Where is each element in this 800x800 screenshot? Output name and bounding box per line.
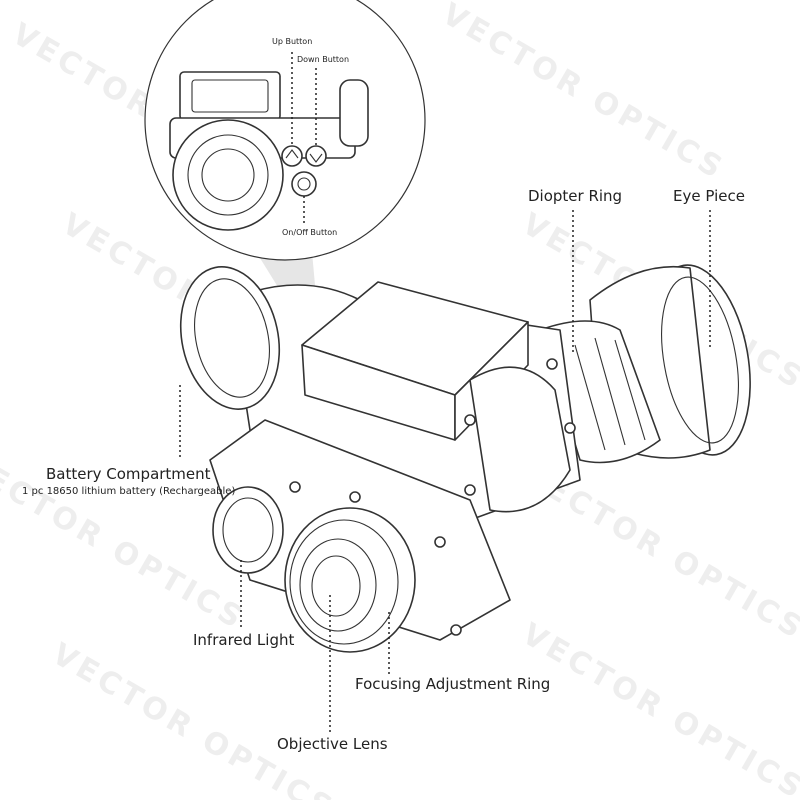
front-screw-3	[434, 536, 446, 548]
battery-compartment-label: Battery Compartment	[46, 465, 211, 483]
eye-cup-rim	[661, 276, 739, 444]
button-detail-inset	[144, 0, 426, 261]
objective-lens-glass	[299, 538, 377, 632]
hinge-screw-4	[564, 422, 576, 434]
down-arrow-icon	[309, 153, 323, 163]
inset-eyepiece-mid	[187, 134, 269, 216]
battery-cap-group	[179, 266, 281, 410]
hinge-screw-3	[546, 358, 558, 370]
focusing-ring-label: Focusing Adjustment Ring	[355, 675, 551, 693]
front-screw-4	[450, 624, 462, 636]
focus-ring-band	[289, 519, 399, 645]
objective-lens-label: Objective Lens	[277, 735, 388, 753]
diopter-ring-label: Diopter Ring	[528, 187, 623, 205]
hinge-screw-2	[464, 484, 476, 496]
inset-eyepiece-inner	[201, 148, 255, 202]
hinge-screw-1	[464, 414, 476, 426]
power-button-ring	[297, 177, 311, 191]
front-screw-1	[289, 481, 301, 493]
battery-cap-ridge	[194, 278, 270, 398]
down-button-icon	[305, 145, 327, 167]
diopter-grip-1	[574, 344, 606, 451]
battery-cap-face	[179, 266, 281, 410]
inset-eyepiece-outer	[172, 119, 284, 231]
focus-ring-outer	[284, 507, 416, 653]
objective-lens-core	[311, 555, 361, 617]
infrared-light-inner	[222, 497, 274, 563]
objective-lens-group	[284, 507, 416, 653]
up-arrow-icon	[285, 149, 299, 159]
up-button-label: Up Button	[272, 37, 313, 46]
inset-display-housing	[179, 71, 281, 121]
battery-note-label: 1 pc 18650 lithium battery (Rechargeable…	[22, 486, 236, 497]
infrared-light-label: Infrared Light	[193, 631, 295, 649]
power-button-icon	[291, 171, 317, 197]
front-screw-2	[349, 491, 361, 503]
watermark-2: VECTOR OPTICS	[436, 0, 731, 187]
down-button-label: Down Button	[297, 55, 350, 64]
eye-piece-label: Eye Piece	[673, 187, 745, 205]
watermark-7: VECTOR OPTICS	[46, 637, 341, 800]
diopter-grip-3	[614, 339, 646, 441]
infrared-light-outer	[212, 486, 284, 574]
eye-piece-group	[589, 264, 751, 459]
watermark-8: VECTOR OPTICS	[516, 617, 800, 800]
side-hinge-cover	[469, 366, 571, 513]
onoff-button-label: On/Off Button	[282, 228, 338, 237]
up-button-icon	[281, 145, 303, 167]
infrared-light-group	[212, 486, 284, 574]
diopter-grip-2	[594, 337, 626, 446]
inset-side-knob	[339, 79, 369, 147]
callout-leaders	[179, 210, 711, 735]
inset-display-window	[191, 79, 269, 113]
